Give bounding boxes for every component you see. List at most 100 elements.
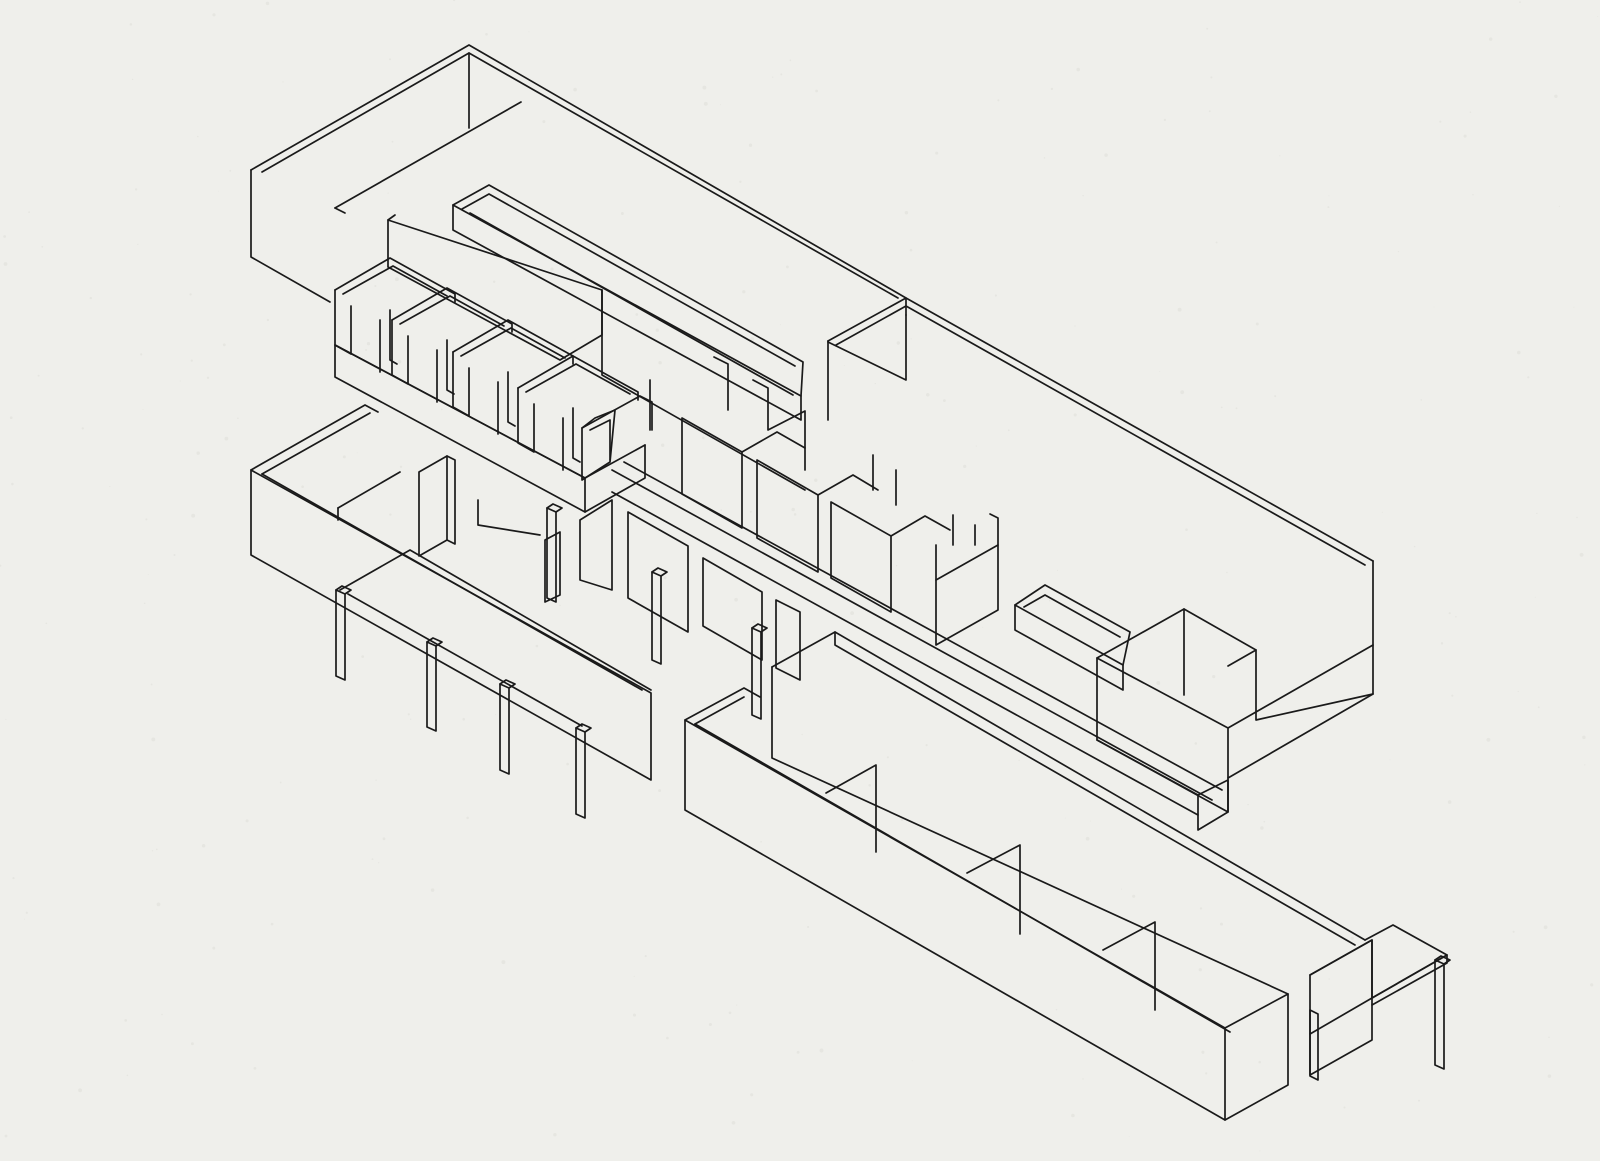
lower-enclosure-inner-wall [694, 723, 1231, 1033]
paper-speckle [9, 416, 13, 420]
paper-speckle [1417, 1099, 1421, 1102]
paper-speckle [658, 360, 662, 365]
paper-speckle [190, 1042, 194, 1046]
paper-speckle [868, 784, 871, 787]
paper-speckle [528, 31, 530, 33]
paper-speckle [780, 73, 783, 76]
paper-speckle [25, 911, 28, 914]
cantilevered-frame-3-front [452, 351, 470, 417]
paper-speckle [742, 290, 746, 294]
paper-speckle [378, 862, 380, 864]
paper-speckle [1448, 612, 1451, 615]
paper-speckle [1220, 406, 1223, 409]
paper-speckle [1043, 157, 1046, 159]
cantilevered-frame-4-top [517, 355, 639, 401]
paper-speckle [542, 120, 546, 124]
partition-wing-3 [890, 515, 951, 537]
paper-speckle [791, 507, 795, 512]
paper-speckle [1074, 325, 1076, 327]
inner-wall-plane-3 [713, 356, 729, 411]
paper-speckle [566, 762, 569, 766]
lower-enclosure-top-inner [694, 696, 745, 725]
paper-speckle [37, 374, 40, 377]
paper-speckle [658, 789, 662, 793]
cantilevered-frame-4-inner [525, 363, 631, 395]
paper-speckle [109, 486, 111, 488]
partition-wing-2 [817, 474, 879, 496]
paper-speckle [1558, 205, 1560, 207]
paper-speckle [462, 717, 465, 721]
paper-speckle [382, 837, 386, 841]
ground-u-wall-inner [261, 473, 643, 691]
paper-speckle [708, 1022, 712, 1027]
pergola-post-4 [575, 723, 592, 733]
paper-speckle [994, 294, 998, 297]
paper-speckle [1185, 528, 1188, 531]
end-frame [581, 409, 616, 481]
paper-speckle [1582, 735, 1586, 740]
paper-speckle [559, 226, 562, 229]
ground-u-wall-back [337, 471, 401, 509]
paper-speckle [850, 611, 855, 616]
paper-speckle [1472, 194, 1474, 196]
paper-speckle [212, 13, 216, 17]
paper-speckle [374, 285, 377, 287]
room-partition-3 [1102, 921, 1156, 1011]
paper-speckle [147, 573, 149, 575]
paper-speckle [1156, 681, 1161, 685]
paper-speckle [734, 597, 738, 602]
wall-fin-5 [702, 557, 763, 661]
paper-speckle [535, 644, 539, 648]
pergola-beam-2 [347, 593, 583, 727]
paper-speckle [1433, 306, 1435, 308]
paper-speckle [245, 819, 249, 823]
paper-speckle [703, 101, 708, 106]
paper-speckle [1488, 37, 1493, 41]
paper-speckle [550, 267, 554, 271]
paper-speckle [1451, 694, 1454, 697]
paper-speckle [5, 718, 7, 720]
paper-speckle [1439, 120, 1442, 123]
cantilevered-frame-1-top [334, 257, 456, 303]
paper-speckle [1420, 399, 1423, 401]
upper-level [250, 44, 1374, 831]
paper-speckle [1381, 511, 1383, 513]
paper-speckle [410, 718, 412, 720]
paper-speckle [126, 1074, 129, 1077]
slab-leg-2 [1309, 1009, 1319, 1081]
paper-speckle [452, 0, 456, 2]
paper-speckle [666, 1036, 669, 1040]
paper-speckle [573, 87, 577, 92]
paper-speckle [0, 564, 2, 567]
pergola-post-3 [499, 679, 516, 689]
paper-speckle [1082, 194, 1084, 197]
linework [250, 44, 1451, 1121]
paper-speckle [736, 1004, 738, 1006]
paper-speckle [702, 436, 705, 440]
paper-speckle [720, 104, 722, 106]
paper-speckle [366, 342, 371, 346]
paper-speckle [282, 81, 284, 83]
paper-speckle [793, 513, 797, 516]
paper-speckle [1215, 241, 1218, 244]
upper-long-beam-bottom [611, 491, 1199, 816]
wall-fin-6 [775, 599, 801, 681]
paper-speckle [1397, 250, 1400, 253]
paper-speckle [1260, 826, 1264, 830]
paper-speckle [1064, 817, 1066, 819]
paper-speckle [1104, 153, 1108, 157]
paper-speckle [145, 518, 148, 521]
room-partition-1 [825, 764, 877, 853]
paper-speckle [4, 1134, 8, 1138]
paper-speckle [3, 235, 6, 238]
paper-speckle [1146, 741, 1148, 743]
paper-speckle [750, 1093, 754, 1097]
wall-fin-2 [544, 531, 561, 603]
paper-speckle [151, 850, 154, 852]
paper-speckle [731, 1120, 736, 1125]
paper-speckle [926, 393, 930, 397]
paper-speckle [935, 151, 939, 155]
paper-speckle [440, 408, 443, 411]
paper-speckle [749, 510, 752, 513]
